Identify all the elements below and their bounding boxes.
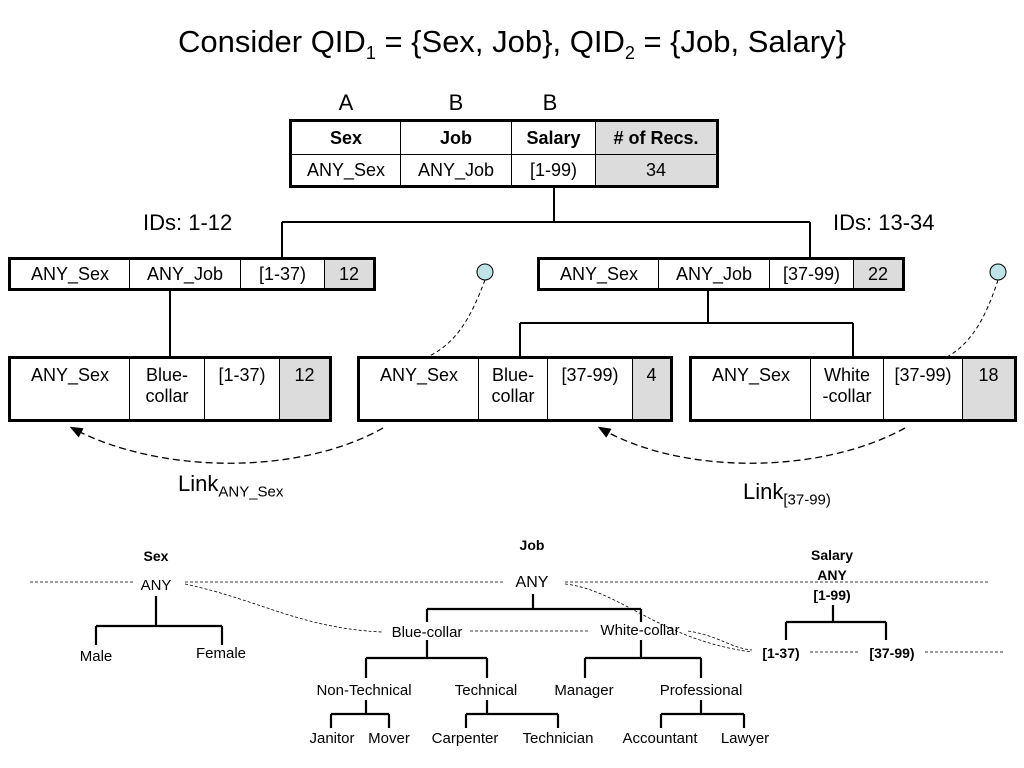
partition-blue-collar-1-37: ANY_Sex Blue- collar [1-37) 12 bbox=[8, 356, 332, 422]
salary-node-any: ANY bbox=[817, 567, 847, 583]
cell-job: White -collar bbox=[810, 357, 884, 421]
cell-job: ANY_Job bbox=[129, 258, 241, 290]
cell-salary: [1-37) bbox=[240, 258, 325, 290]
salary-node-1-37: [1-37) bbox=[762, 645, 800, 661]
cell-salary: [1-37) bbox=[204, 357, 280, 421]
job-node-technician: Technician bbox=[522, 730, 594, 747]
cell-count: 18 bbox=[962, 357, 1016, 421]
partition-blue-collar-37-99: ANY_Sex Blue- collar [37-99) 4 bbox=[357, 356, 673, 422]
column-mark-sex: A bbox=[338, 90, 354, 115]
link-arrow-any-sex bbox=[69, 426, 384, 464]
ids-left-label: IDs: 1-12 bbox=[143, 210, 233, 235]
ids-right-label: IDs: 13-34 bbox=[833, 210, 935, 235]
cell-sex: ANY_Sex bbox=[690, 357, 811, 421]
job-node-mover: Mover bbox=[368, 730, 410, 747]
cell-sex: ANY_Sex bbox=[9, 258, 130, 290]
job-node-technical: Technical bbox=[454, 682, 518, 699]
root-cell-job: ANY_Job bbox=[400, 154, 512, 187]
link-arrow-37-99 bbox=[597, 426, 906, 464]
job-node-white-collar: White-collar bbox=[600, 622, 680, 639]
tree-connector-right bbox=[519, 291, 854, 358]
cell-salary: [37-99) bbox=[769, 258, 854, 290]
sex-node-any: ANY bbox=[140, 577, 172, 594]
partition-right: ANY_Sex ANY_Job [37-99) 22 bbox=[537, 257, 905, 291]
root-cell-sex: ANY_Sex bbox=[290, 154, 401, 187]
sex-node-male: Male bbox=[79, 648, 113, 665]
cell-sex: ANY_Sex bbox=[358, 357, 479, 421]
taxonomy-dashed-curve-3 bbox=[687, 630, 753, 651]
job-node-professional: Professional bbox=[659, 682, 743, 699]
link-pointer-right bbox=[944, 279, 999, 359]
link-label-any-sex: LinkANY_Sex bbox=[178, 471, 284, 501]
job-node-lawyer: Lawyer bbox=[720, 730, 770, 747]
header-salary: Salary bbox=[511, 120, 596, 155]
cell-job: ANY_Job bbox=[658, 258, 770, 290]
salary-taxonomy-title: Salary bbox=[810, 547, 854, 563]
job-node-non-technical: Non-Technical bbox=[316, 682, 412, 699]
salary-tree-edges bbox=[784, 605, 888, 640]
job-node-janitor: Janitor bbox=[309, 730, 355, 747]
header-job: Job bbox=[400, 120, 512, 155]
taxonomy-dashed-curve-2 bbox=[564, 583, 753, 653]
cell-salary: [37-99) bbox=[883, 357, 963, 421]
job-node-manager: Manager bbox=[554, 682, 614, 699]
salary-node-1-99: [1-99) bbox=[813, 587, 851, 603]
partition-white-collar-37-99: ANY_Sex White -collar [37-99) 18 bbox=[689, 356, 1017, 422]
cell-job: Blue- collar bbox=[129, 357, 205, 421]
page-title: Consider QID1 = {Sex, Job}, QID2 = {Job,… bbox=[178, 24, 846, 64]
sex-node-female: Female bbox=[195, 645, 247, 662]
job-node-blue-collar: Blue-collar bbox=[391, 624, 463, 641]
cell-salary: [37-99) bbox=[547, 357, 633, 421]
cell-sex: ANY_Sex bbox=[538, 258, 659, 290]
job-node-carpenter: Carpenter bbox=[431, 730, 499, 747]
cell-sex: ANY_Sex bbox=[9, 357, 130, 421]
cell-count: 4 bbox=[632, 357, 672, 421]
link-head-circle-left bbox=[476, 263, 494, 281]
cell-job: Blue- collar bbox=[478, 357, 548, 421]
job-tree-edges bbox=[329, 594, 746, 728]
sex-tree-edges bbox=[94, 596, 224, 645]
cell-count: 22 bbox=[853, 258, 904, 290]
cell-count: 12 bbox=[279, 357, 331, 421]
header-num-records: # of Recs. bbox=[595, 120, 718, 155]
link-pointer-left bbox=[424, 279, 486, 359]
column-mark-salary: B bbox=[542, 90, 558, 115]
partition-left: ANY_Sex ANY_Job [1-37) 12 bbox=[8, 257, 376, 291]
link-label-37-99: Link[37-99) bbox=[743, 479, 831, 509]
tree-connector-root bbox=[281, 188, 811, 260]
root-cell-count: 34 bbox=[595, 154, 718, 187]
column-mark-job: B bbox=[448, 90, 464, 115]
root-cell-salary: [1-99) bbox=[511, 154, 596, 187]
root-table: Sex Job Salary # of Recs. ANY_Sex ANY_Jo… bbox=[289, 119, 719, 188]
sex-taxonomy-title: Sex bbox=[143, 548, 169, 564]
job-taxonomy-title: Job bbox=[519, 537, 545, 553]
link-head-circle-right bbox=[989, 263, 1007, 281]
job-node-any: ANY bbox=[515, 574, 549, 591]
job-node-accountant: Accountant bbox=[622, 730, 698, 747]
salary-node-37-99: [37-99) bbox=[869, 645, 915, 661]
taxonomy-dashed-curve-1 bbox=[184, 583, 383, 633]
header-sex: Sex bbox=[290, 120, 401, 155]
cell-count: 12 bbox=[324, 258, 375, 290]
